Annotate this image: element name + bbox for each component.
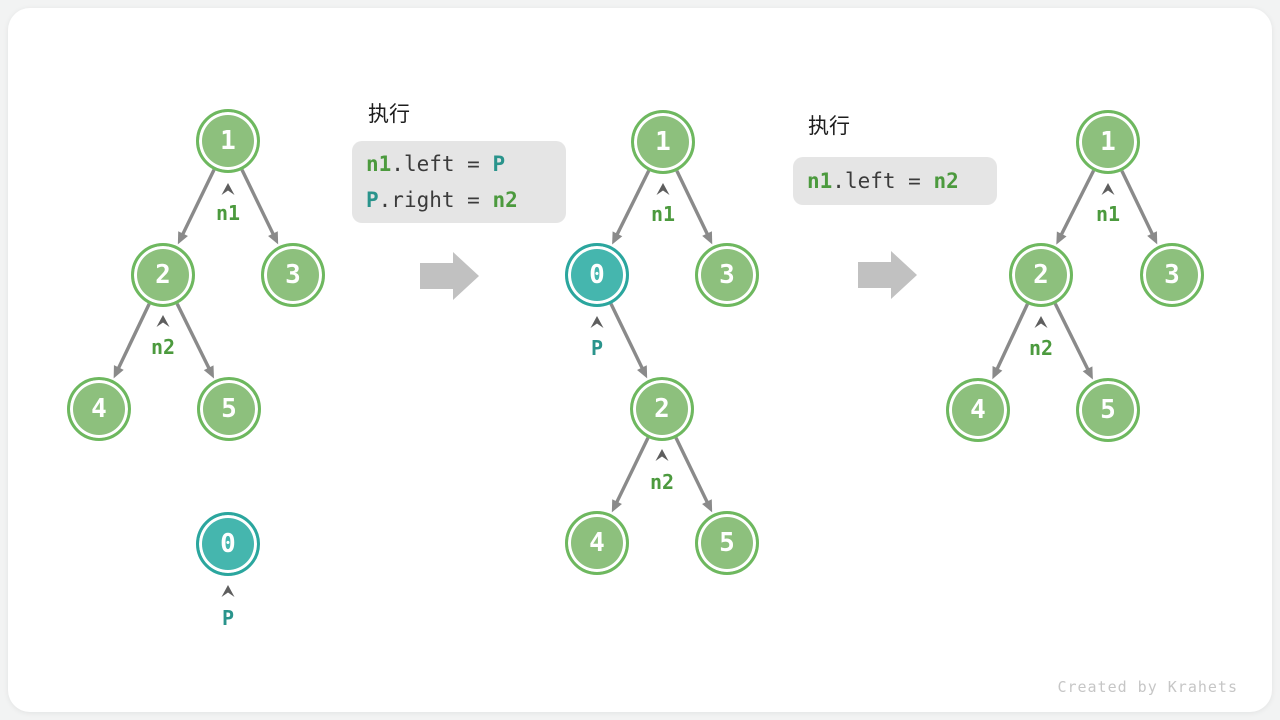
tree-with-node-inserted-node-4: 4 <box>565 511 629 575</box>
code-token: P <box>366 188 379 212</box>
code-token: n1 <box>807 169 833 193</box>
code-token: .left = <box>832 169 934 193</box>
tree-after-remove-node-1: 1 <box>1076 110 1140 174</box>
pointer-label-n2: n2 <box>150 335 176 359</box>
code-block-2: n1.left = n2 <box>793 157 997 205</box>
pointer-label-n2: n2 <box>649 470 675 494</box>
tree-after-remove-node-3: 3 <box>1140 243 1204 307</box>
tree-before-insert-node-5: 5 <box>197 377 261 441</box>
pointer-label-P: P <box>221 606 235 630</box>
tree-before-insert-node-4: 4 <box>67 377 131 441</box>
tree-before-insert-node-1: 1 <box>196 109 260 173</box>
exec-label-1: 执行 <box>368 103 410 126</box>
pointer-label-n1: n1 <box>650 202 676 226</box>
code-token: P <box>492 152 506 176</box>
tree-after-remove-node-4: 4 <box>946 378 1010 442</box>
code-token: .right = <box>378 188 493 212</box>
pointer-label-n2: n2 <box>1028 336 1054 360</box>
tree-with-node-inserted-node-1: 1 <box>631 110 695 174</box>
code-lines: n1.left = n2 <box>807 163 983 199</box>
code-token: n2 <box>492 188 518 212</box>
tree-after-remove-node-2: 2 <box>1009 243 1073 307</box>
tree-after-remove-node-5: 5 <box>1076 378 1140 442</box>
tree-before-insert-node-3: 3 <box>261 243 325 307</box>
tree-with-node-inserted-node-5: 5 <box>695 511 759 575</box>
code-line: n1.left = P <box>366 146 552 182</box>
pointer-label-P: P <box>590 336 604 360</box>
code-token: n1 <box>366 152 392 176</box>
code-line: P.right = n2 <box>366 182 552 218</box>
pointer-label-n1: n1 <box>1095 202 1121 226</box>
code-line: n1.left = n2 <box>807 163 983 199</box>
tree-with-node-inserted-node-3: 3 <box>695 243 759 307</box>
code-token: .left = <box>391 152 493 176</box>
pointer-label-n1: n1 <box>215 201 241 225</box>
tree-before-insert-node-2: 2 <box>131 243 195 307</box>
tree-before-insert-node-0: 0 <box>196 512 260 576</box>
code-token: n2 <box>933 169 959 193</box>
tree-with-node-inserted-node-0: 0 <box>565 243 629 307</box>
exec-label-2: 执行 <box>808 115 850 138</box>
watermark-credit: Created by Krahets <box>1057 678 1238 696</box>
tree-with-node-inserted-node-2: 2 <box>630 377 694 441</box>
